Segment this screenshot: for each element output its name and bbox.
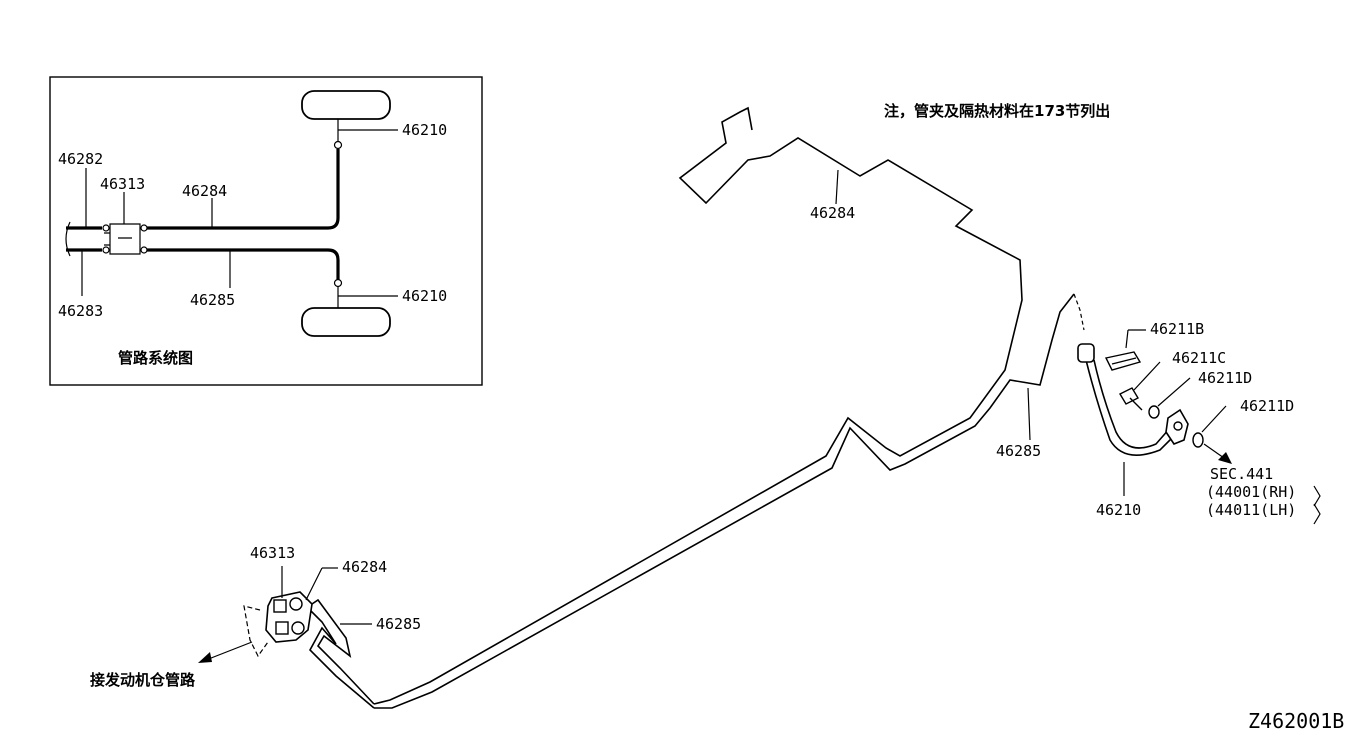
inset-tube-lower <box>146 248 340 279</box>
inset-wheel-bottom <box>301 307 391 337</box>
bolt-46211C <box>1119 387 1143 411</box>
caliper-arrow-head <box>1218 452 1232 464</box>
label-sec: SEC.441 <box>1210 465 1273 483</box>
inset-panel: 46210 46210 46284 46285 46313 46282 4628… <box>49 76 483 386</box>
leader-connector-tube-upper-b <box>305 567 323 601</box>
label-hose: 46210 <box>1096 501 1141 519</box>
hose-assembly <box>1077 329 1232 496</box>
label-connector-tube-upper: 46284 <box>342 558 387 576</box>
washer-46211D-a <box>1148 405 1160 419</box>
connector-nut-a <box>289 597 303 611</box>
hose-46210-outer <box>1085 359 1177 456</box>
diagram-id: Z462001B <box>1248 709 1344 733</box>
leader-tube-upper <box>835 169 839 205</box>
inset-connector-port-a <box>140 224 148 232</box>
inset-label-tube-lower: 46285 <box>190 291 235 309</box>
leader-washer-a <box>1157 377 1191 407</box>
connector-port-b <box>275 621 289 635</box>
inset-connector-port-d <box>102 246 110 254</box>
label-sec-rh: (44001(RH) <box>1206 483 1296 501</box>
inset-label-tube-upper: 46284 <box>182 182 227 200</box>
inset-label-hose-top: 46210 <box>402 121 447 139</box>
hose-fitting-hole <box>1173 421 1183 431</box>
inset-connector-port-c <box>102 224 110 232</box>
inset-label-front-lower: 46283 <box>58 302 103 320</box>
connector-port-a <box>273 599 287 613</box>
bracket-46211B <box>1104 351 1142 371</box>
engine-arrow-head <box>198 652 212 663</box>
inset-hose-bottom-joint <box>333 278 343 288</box>
note-text: 注，管夹及隔热材料在173节列出 <box>884 102 1110 120</box>
inset-label-front-upper: 46282 <box>58 150 103 168</box>
engine-arrow-line <box>205 641 253 661</box>
tube-46285-loop <box>299 599 375 709</box>
tube-46285-end-dash <box>1073 293 1085 331</box>
label-tube-upper: 46284 <box>810 204 855 222</box>
caliper-arrow-line <box>1203 443 1225 459</box>
connector-dash-outline <box>243 605 269 658</box>
label-sec-lh: (44011(LH) <box>1206 501 1296 519</box>
label-tube-lower: 46285 <box>996 442 1041 460</box>
tube-46285-path <box>374 293 1075 709</box>
label-washer-a: 46211D <box>1198 369 1252 387</box>
connector-46313 <box>198 566 372 663</box>
hose-46210-inner <box>1093 359 1171 449</box>
connector-body <box>265 591 313 643</box>
tube-46284-loop <box>299 598 375 705</box>
label-connector-tube-lower: 46285 <box>376 615 421 633</box>
inset-break-mark <box>65 221 71 257</box>
washer-46211D-b <box>1192 432 1204 448</box>
inset-connector <box>104 223 141 255</box>
connector-nut-b <box>291 621 305 635</box>
sec-rh-close-bracket <box>1313 485 1321 507</box>
inset-tube-upper <box>146 149 340 230</box>
sec-lh-close-bracket <box>1313 503 1321 525</box>
hose-fitting-top <box>1077 343 1095 363</box>
tube-46284-path <box>373 106 1023 705</box>
inset-label-connector: 46313 <box>100 175 145 193</box>
inset-frame <box>49 76 483 386</box>
label-washer-b: 46211D <box>1240 397 1294 415</box>
inset-caption: 管路系统图 <box>118 349 193 367</box>
inset-label-hose-bottom: 46210 <box>402 287 447 305</box>
main-brake-tubes <box>299 106 1085 709</box>
hose-fitting-bottom <box>1165 408 1189 445</box>
label-bolt: 46211C <box>1172 349 1226 367</box>
leader-bracket-a <box>1125 329 1129 349</box>
leader-washer-b <box>1201 405 1227 433</box>
inset-connector-port-b <box>140 246 148 254</box>
label-bracket: 46211B <box>1150 320 1204 338</box>
leader-bolt <box>1133 361 1161 391</box>
inset-hose-top-joint <box>333 140 343 150</box>
inset-wheel-top <box>301 90 391 120</box>
leader-tube-lower <box>1027 387 1031 441</box>
label-engine-note: 接发动机仓管路 <box>90 671 196 689</box>
label-connector: 46313 <box>250 544 295 562</box>
